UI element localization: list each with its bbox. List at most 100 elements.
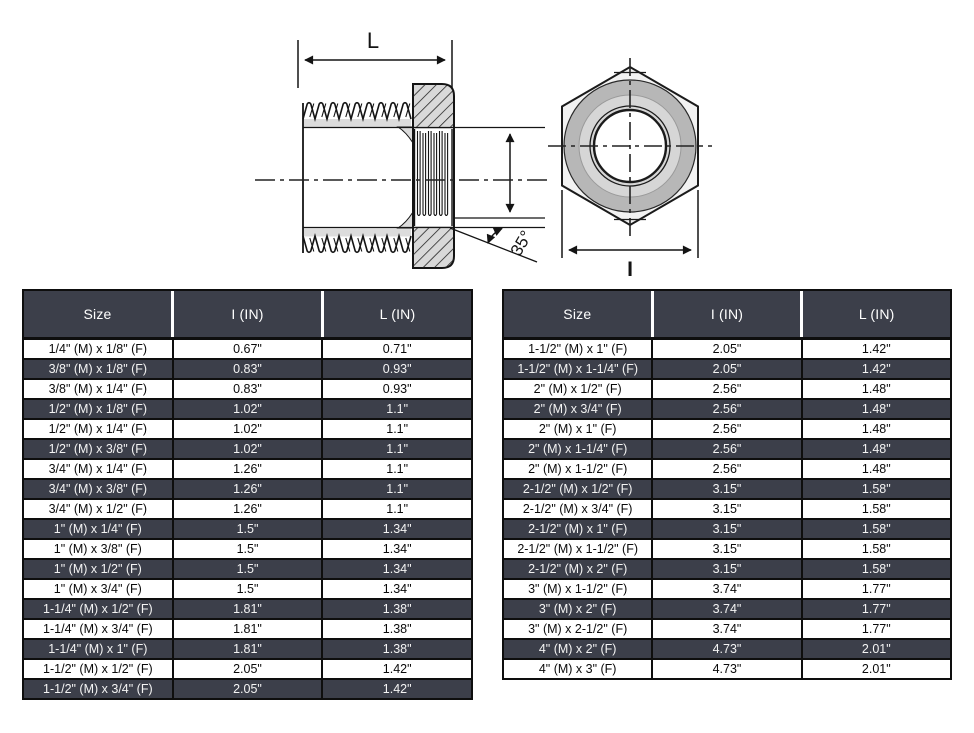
size-cell: 2" (M) x 1" (F) <box>504 420 652 438</box>
column-header: L (IN) <box>803 291 950 337</box>
size-cell: 1-1/4" (M) x 3/4" (F) <box>24 620 172 638</box>
l-dimension-cell: 1.77" <box>802 600 950 618</box>
l-dimension-cell: 1.1" <box>323 440 471 458</box>
hex-front-view: I <box>548 58 712 281</box>
l-dimension-cell: 0.93" <box>323 380 471 398</box>
l-dimension-cell: 1.58" <box>802 540 950 558</box>
section-hatch-top <box>413 84 454 128</box>
size-cell: 1" (M) x 1/4" (F) <box>24 520 172 538</box>
size-cell: 2" (M) x 3/4" (F) <box>504 400 652 418</box>
size-cell: 1/2" (M) x 3/8" (F) <box>24 440 172 458</box>
size-cell: 1-1/2" (M) x 1/2" (F) <box>24 660 172 678</box>
dimension-I-label: I <box>627 258 633 281</box>
column-header: Size <box>24 291 171 337</box>
table-body: 1-1/2" (M) x 1" (F)2.05"1.42"1-1/2" (M) … <box>504 340 950 678</box>
size-cell: 2" (M) x 1-1/2" (F) <box>504 460 652 478</box>
i-dimension-cell: 1.02" <box>173 420 322 438</box>
l-dimension-cell: 0.93" <box>323 360 471 378</box>
l-dimension-cell: 1.34" <box>323 560 471 578</box>
size-cell: 2" (M) x 1/2" (F) <box>504 380 652 398</box>
thread-root-shading-bottom <box>303 228 411 237</box>
i-dimension-cell: 2.05" <box>173 680 322 698</box>
i-dimension-cell: 3.15" <box>653 540 801 558</box>
i-dimension-cell: 1.26" <box>173 480 322 498</box>
l-dimension-cell: 1.1" <box>323 420 471 438</box>
size-cell: 1" (M) x 3/8" (F) <box>24 540 172 558</box>
i-dimension-cell: 1.02" <box>173 440 322 458</box>
i-dimension-cell: 3.15" <box>653 500 801 518</box>
l-dimension-cell: 1.77" <box>802 620 950 638</box>
i-dimension-cell: 1.5" <box>173 520 322 538</box>
thread-root-shading-top <box>303 119 411 128</box>
chamfer-angle-arc-arrow <box>486 227 503 244</box>
column-header: Size <box>504 291 651 337</box>
l-dimension-cell: 1.34" <box>323 540 471 558</box>
i-dimension-cell: 2.05" <box>173 660 322 678</box>
size-cell: 2-1/2" (M) x 1-1/2" (F) <box>504 540 652 558</box>
l-dimension-cell: 1.48" <box>802 440 950 458</box>
size-cell: 1/2" (M) x 1/4" (F) <box>24 420 172 438</box>
l-dimension-cell: 1.1" <box>323 460 471 478</box>
l-dimension-cell: 1.58" <box>802 520 950 538</box>
l-dimension-cell: 1.58" <box>802 560 950 578</box>
l-dimension-cell: 1.38" <box>323 600 471 618</box>
i-dimension-cell: 1.5" <box>173 580 322 598</box>
technical-drawing: L <box>255 28 712 281</box>
shoulder-fillet-top <box>396 126 414 145</box>
i-dimension-cell: 4.73" <box>653 640 801 658</box>
l-dimension-cell: 1.42" <box>323 660 471 678</box>
i-dimension-cell: 0.67" <box>173 340 322 358</box>
l-dimension-cell: 1.77" <box>802 580 950 598</box>
size-cell: 1-1/2" (M) x 1" (F) <box>504 340 652 358</box>
l-dimension-cell: 1.34" <box>323 580 471 598</box>
i-dimension-cell: 2.56" <box>653 460 801 478</box>
l-dimension-cell: 1.48" <box>802 380 950 398</box>
size-cell: 3/4" (M) x 1/4" (F) <box>24 460 172 478</box>
size-cell: 2-1/2" (M) x 1" (F) <box>504 520 652 538</box>
bore-extension-lines <box>303 126 545 229</box>
i-dimension-cell: 3.15" <box>653 560 801 578</box>
chamfer-leader-line <box>449 227 538 263</box>
i-dimension-cell: 2.05" <box>653 360 801 378</box>
chamfer-angle-label: 35° <box>507 227 536 259</box>
l-dimension-cell: 1.48" <box>802 400 950 418</box>
bushing-section-view: L <box>255 28 548 269</box>
l-dimension-cell: 2.01" <box>802 660 950 678</box>
size-cell: 3/8" (M) x 1/8" (F) <box>24 360 172 378</box>
i-dimension-cell: 1.81" <box>173 620 322 638</box>
female-threads <box>413 129 453 226</box>
column-header: I (IN) <box>653 291 801 337</box>
i-dimension-cell: 2.05" <box>653 340 801 358</box>
i-dimension-cell: 1.81" <box>173 640 322 658</box>
l-dimension-cell: 2.01" <box>802 640 950 658</box>
dimension-I <box>561 190 699 258</box>
l-dimension-cell: 1.48" <box>802 420 950 438</box>
size-cell: 1-1/2" (M) x 3/4" (F) <box>24 680 172 698</box>
l-dimension-cell: 0.71" <box>323 340 471 358</box>
l-dimension-cell: 1.58" <box>802 480 950 498</box>
l-dimension-cell: 1.48" <box>802 460 950 478</box>
l-dimension-cell: 1.58" <box>802 500 950 518</box>
l-dimension-cell: 1.38" <box>323 640 471 658</box>
i-dimension-cell: 0.83" <box>173 360 322 378</box>
i-dimension-cell: 3.74" <box>653 620 801 638</box>
i-dimension-cell: 3.74" <box>653 580 801 598</box>
size-cell: 2-1/2" (M) x 3/4" (F) <box>504 500 652 518</box>
size-cell: 2-1/2" (M) x 1/2" (F) <box>504 480 652 498</box>
size-cell: 3/8" (M) x 1/4" (F) <box>24 380 172 398</box>
l-dimension-cell: 1.38" <box>323 620 471 638</box>
l-dimension-cell: 1.42" <box>802 360 950 378</box>
size-cell: 1-1/4" (M) x 1/2" (F) <box>24 600 172 618</box>
l-dimension-cell: 1.42" <box>802 340 950 358</box>
thread-flank-lines-top <box>309 103 411 118</box>
column-header: I (IN) <box>174 291 321 337</box>
size-cell: 1" (M) x 1/2" (F) <box>24 560 172 578</box>
size-cell: 3" (M) x 1-1/2" (F) <box>504 580 652 598</box>
l-dimension-cell: 1.34" <box>323 520 471 538</box>
i-dimension-cell: 0.83" <box>173 380 322 398</box>
dimension-L <box>297 40 453 88</box>
size-cell: 3" (M) x 2" (F) <box>504 600 652 618</box>
